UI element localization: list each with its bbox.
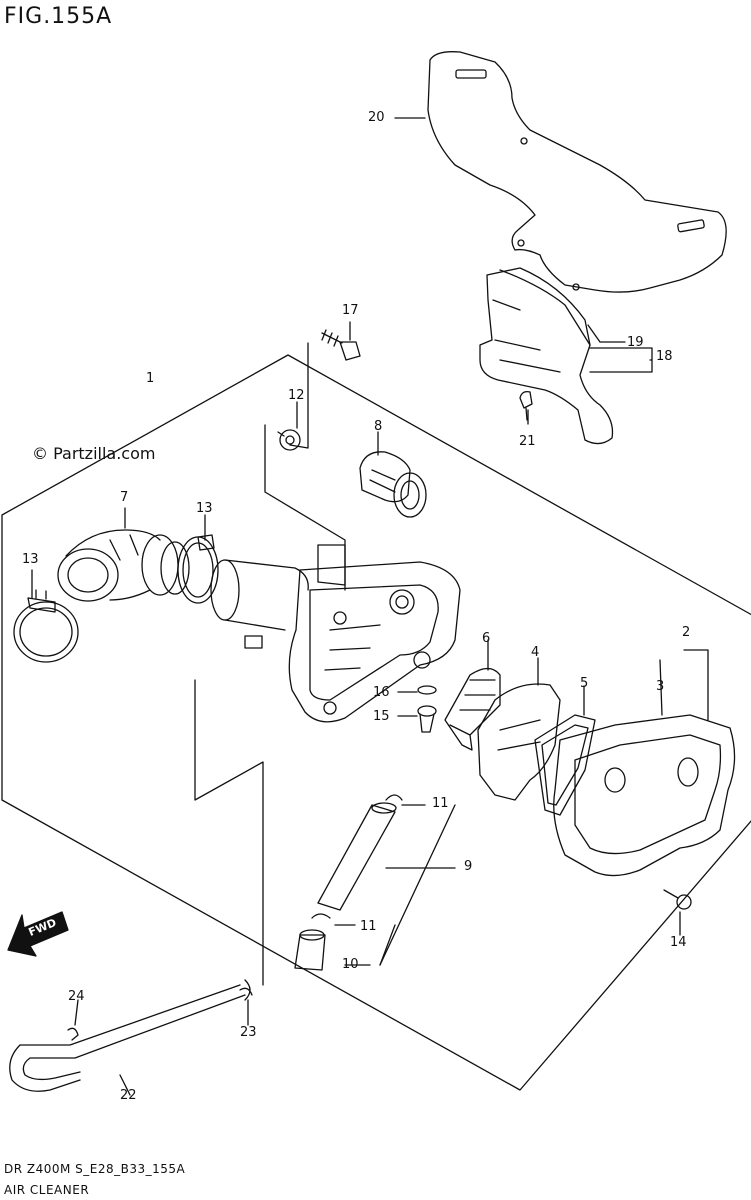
callout-21: 21 [519,434,536,449]
clip-part-12 [277,429,301,451]
callout-3: 3 [656,679,665,694]
forward-arrow-icon [7,911,69,957]
part-19-leader [587,324,626,343]
drain-hose-part-9 [317,802,397,911]
bracket-part-20 [427,51,727,293]
callout-22: 22 [120,1088,137,1103]
callout-13-right: 13 [196,501,213,516]
assembly-inner-notch [194,679,264,986]
callout-11-lower: 11 [360,919,377,934]
part-18-bracket-leader [589,347,653,373]
clip-part-23 [239,987,253,996]
intake-boot-part-7 [57,529,190,602]
assembly-boundary-outline [1,354,751,1091]
bolt-part-17 [321,329,361,361]
screw-part-14 [663,889,692,910]
callout-5: 5 [580,676,589,691]
screw-part-21 [519,390,533,421]
callout-2: 2 [682,625,691,640]
hose-clamp-part-13-right [177,534,219,604]
figure-title: FIG.155A [4,4,113,29]
element-frame-part-6 [444,667,501,751]
watermark-text: © Partzilla.com [32,444,156,463]
callout-14: 14 [670,935,687,950]
callout-12: 12 [288,388,305,403]
callout-1: 1 [146,371,155,386]
air-box-cover-part-2 [553,714,736,877]
callout-11-upper: 11 [432,796,449,811]
hose-clamp-part-13-left [13,589,79,663]
callout-13-left: 13 [22,552,39,567]
diagram-code: DR Z400M S_E28_B33_155A [4,1162,186,1176]
cap-part-10 [294,929,326,971]
callout-18: 18 [656,349,673,364]
bolt-17-guide [289,342,309,449]
clamp-part-11-lower [311,913,331,919]
callout-7: 7 [120,490,129,505]
clip-part-24 [67,1027,79,1041]
assembly-inner-notch-upper [264,424,346,591]
cap-part-8 [359,451,427,518]
callout-16: 16 [373,685,390,700]
clamp-part-11-upper [385,794,403,801]
bracket-part-18 [479,267,614,445]
callout-8: 8 [374,419,383,434]
callout-20: 20 [368,110,385,125]
air-box-body [210,544,461,723]
callout-19: 19 [627,335,644,350]
callout-17: 17 [342,303,359,318]
o-ring-part-16 [417,685,437,695]
callout-15: 15 [373,709,390,724]
callout-6: 6 [482,631,491,646]
callout-24: 24 [68,989,85,1004]
breather-hose-part-22 [9,979,251,1092]
callout-10: 10 [342,957,359,972]
callout-23: 23 [240,1025,257,1040]
drain-plug-part-15 [417,705,437,733]
leader-lines [31,117,709,1096]
callout-9: 9 [464,859,473,874]
callout-4: 4 [531,645,540,660]
figure-caption: AIR CLEANER [4,1183,90,1197]
gasket-part-5 [534,714,596,816]
air-filter-element-part-4 [477,683,561,801]
